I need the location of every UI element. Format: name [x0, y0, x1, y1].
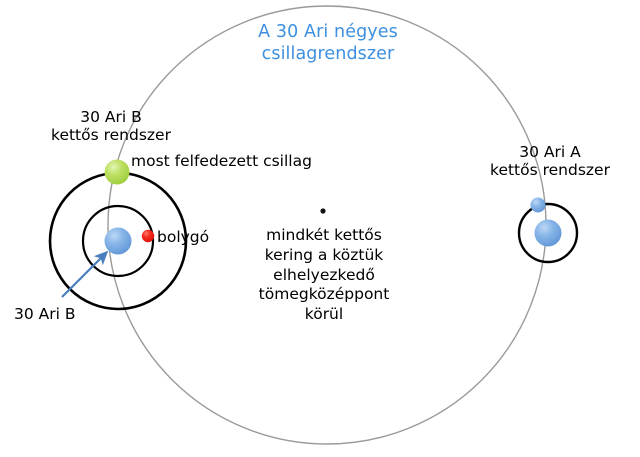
ari-a-primary-star [534, 219, 562, 247]
ari-a-secondary-star [530, 197, 546, 213]
ari-b-primary-star [104, 227, 132, 255]
barycenter-dot [320, 208, 326, 214]
ari-b-inner-orbit [81, 204, 155, 278]
label-newly-discovered-star: most felfedezett csillag [131, 152, 312, 170]
label-ari-a-system: 30 Ari A kettős rendszer [490, 143, 610, 180]
ari-b-secondary-star [104, 159, 130, 185]
diagram-title: A 30 Ari négyes csillagrendszer [258, 22, 398, 65]
ari-b-pointer-arrow [61, 250, 109, 298]
planet-body [141, 229, 155, 243]
label-ari-b-pointer: 30 Ari B [14, 305, 76, 323]
label-planet: bolygó [157, 228, 210, 246]
label-ari-b-system: 30 Ari B kettős rendszer [51, 108, 171, 145]
quadruple-system-orbit [107, 5, 547, 445]
label-barycenter-note: mindkét kettős kering a köztük elhelyezk… [258, 226, 390, 324]
ari-a-orbit [517, 202, 579, 264]
